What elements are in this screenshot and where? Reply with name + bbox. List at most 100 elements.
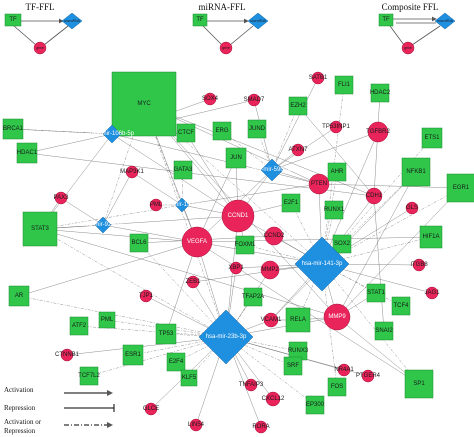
node-label-cdh1: CDH1	[366, 193, 383, 199]
node-fos[interactable]: FOS	[327, 377, 347, 397]
node-mmp9[interactable]: MMP9	[323, 303, 351, 331]
node-erg[interactable]: ERG	[212, 121, 232, 141]
node-sp1[interactable]: SP1	[404, 369, 434, 399]
node-myc[interactable]: MYC	[111, 71, 177, 137]
node-zeb1[interactable]: ZEB1	[185, 275, 201, 289]
node-ets1[interactable]: ETS1	[421, 127, 443, 149]
node-label-xbp1: XBP1	[228, 265, 244, 271]
gene-circle-ccnd2	[264, 226, 284, 246]
node-tnfaip3[interactable]: TNFAIP3	[239, 378, 264, 392]
node-sox4[interactable]: SOX4	[202, 92, 219, 106]
node-vcam1[interactable]: VCAM1	[261, 312, 282, 328]
gene-circle-rora	[254, 420, 268, 434]
node-hsa-mir-19a-3p[interactable]: hsa-mir-19a-3p	[162, 197, 203, 213]
node-rora[interactable]: RORA	[252, 420, 270, 434]
node-klf5[interactable]: KLF5	[180, 369, 198, 387]
node-hdac1[interactable]: HDAC1	[16, 142, 38, 164]
node-rela[interactable]: RELA	[285, 307, 311, 333]
node-cxcl12[interactable]: CXCL12	[262, 391, 285, 407]
mirna-diamond-hsa-mir-141-3p	[294, 236, 350, 292]
motif1-gene-node	[33, 41, 47, 55]
node-hsa-mir-590-5p[interactable]: hsa-mir-590-5p	[252, 158, 293, 182]
node-hsa-mir-106b-5p[interactable]: hsa-mir-106b-5p	[90, 124, 135, 144]
node-cdh1[interactable]: CDH1	[365, 187, 383, 205]
node-e2f4[interactable]: E2F4	[166, 352, 186, 372]
node-map3k1[interactable]: MAP3K1	[120, 165, 144, 179]
node-e2f1[interactable]: E2F1	[281, 193, 301, 213]
tf-square-ezh2	[288, 96, 308, 116]
node-ctcf[interactable]: CTCF	[176, 123, 196, 143]
tf-square-tcf4	[391, 296, 411, 316]
node-tp53[interactable]: TP53	[155, 323, 177, 345]
node-label-atxn7: ATXN7	[289, 147, 309, 153]
node-hsa-mir-92a-3p[interactable]: hsa-mir-92a-3p	[83, 216, 124, 234]
node-nfkb1[interactable]: NFKB1	[401, 157, 431, 187]
node-snai2[interactable]: SNAI2	[374, 321, 393, 341]
gene-circle-nr4a1	[337, 363, 351, 377]
node-lin54[interactable]: LIN54	[188, 418, 205, 432]
node-esr1[interactable]: ESR1	[122, 344, 144, 366]
node-atxn7[interactable]: ATXN7	[289, 143, 309, 157]
tf-square-e2f4	[166, 352, 186, 372]
tf-square-klf5	[180, 369, 198, 387]
node-glce[interactable]: GLCE	[143, 402, 159, 416]
node-ar[interactable]: AR	[8, 285, 30, 307]
node-xbp1[interactable]: XBP1	[228, 261, 244, 275]
motif1-mirna-node	[61, 12, 83, 30]
node-tjp1[interactable]: TJP1	[139, 289, 154, 303]
node-tp53inp1[interactable]: TP53INP1	[322, 120, 350, 134]
node-egr1[interactable]: EGR1	[446, 173, 474, 203]
node-hsa-mir-141-3p[interactable]: hsa-mir-141-3p	[294, 236, 350, 292]
node-jag1[interactable]: JAG1	[424, 286, 440, 300]
motif-title-tf-ffl: TF-FFL	[25, 2, 54, 12]
motif1-gene-label: gene	[36, 46, 44, 50]
node-tcf4[interactable]: TCF4	[391, 296, 411, 316]
node-ptger4[interactable]: PTGER4	[356, 369, 381, 383]
node-pax3[interactable]: PAX3	[54, 191, 70, 205]
node-smad7[interactable]: SMAD7	[244, 93, 265, 107]
node-vegfa[interactable]: VEGFA	[181, 226, 213, 258]
node-srf[interactable]: SRF	[283, 356, 303, 376]
node-label-tnfaip3: TNFAIP3	[239, 382, 264, 388]
node-gls[interactable]: GLS	[405, 201, 419, 215]
gene-circle-map3k1	[125, 165, 139, 179]
node-foxm1[interactable]: FOXM1	[235, 235, 256, 255]
node-fli1[interactable]: FLI1	[334, 75, 354, 95]
tf-square-erg	[212, 121, 232, 141]
node-ccnd2[interactable]: CCND2	[264, 226, 285, 246]
node-hdac2[interactable]: HDAC2	[370, 83, 391, 103]
tf-square-ahr	[327, 162, 347, 182]
node-pml[interactable]: PML	[149, 198, 163, 212]
node-ccnd1[interactable]: CCND1	[221, 199, 255, 233]
node-runx1[interactable]: RUNX1	[324, 200, 345, 220]
node-tcf7l2[interactable]: TCF7L2	[78, 366, 100, 386]
edge-egr1-to-hsa-mir-141-3p	[321, 187, 462, 265]
node-stat1[interactable]: STAT1	[366, 283, 386, 303]
node-ahr[interactable]: AHR	[327, 162, 347, 182]
node-mmp2[interactable]: MMP2	[260, 260, 279, 280]
node-nr4a1[interactable]: NR4A1	[334, 363, 354, 377]
tf-square-sox2	[332, 234, 352, 254]
node-satb1[interactable]: SATB1	[309, 71, 328, 85]
node-atf2[interactable]: ATF2	[69, 316, 89, 336]
node-jund[interactable]: JUND	[247, 119, 267, 139]
node-stat3[interactable]: STAT3	[22, 211, 58, 247]
node-gata3[interactable]: GATA3	[174, 160, 193, 180]
node-ep300[interactable]: EP300	[305, 395, 325, 415]
node-ctnnb1[interactable]: CTNNB1	[55, 348, 80, 362]
edge-brca1-to-hsa-mir-106b-5p	[12, 128, 113, 135]
node-jun[interactable]: JUN	[225, 147, 247, 169]
gene-circle-pml	[149, 198, 163, 212]
tf-square-ep300	[305, 395, 325, 415]
node-ezh2[interactable]: EZH2	[288, 96, 308, 116]
node-pml2[interactable]: PML	[98, 311, 116, 329]
node-pten[interactable]: PTEN	[308, 173, 330, 195]
node-sox2[interactable]: SOX2	[332, 234, 352, 254]
node-tfap2a[interactable]: TFAP2A	[242, 287, 264, 307]
node-bcl6[interactable]: BCL6	[129, 233, 149, 253]
node-hsa-mir-23b-3p[interactable]: hsa-mir-23b-3p	[198, 309, 254, 365]
node-itgb8[interactable]: ITGB8	[410, 258, 428, 272]
node-hif1a[interactable]: HIF1A	[419, 225, 443, 249]
node-tgfbr2[interactable]: TGFBR2	[366, 121, 390, 143]
node-brca1[interactable]: BRCA1	[2, 118, 24, 140]
